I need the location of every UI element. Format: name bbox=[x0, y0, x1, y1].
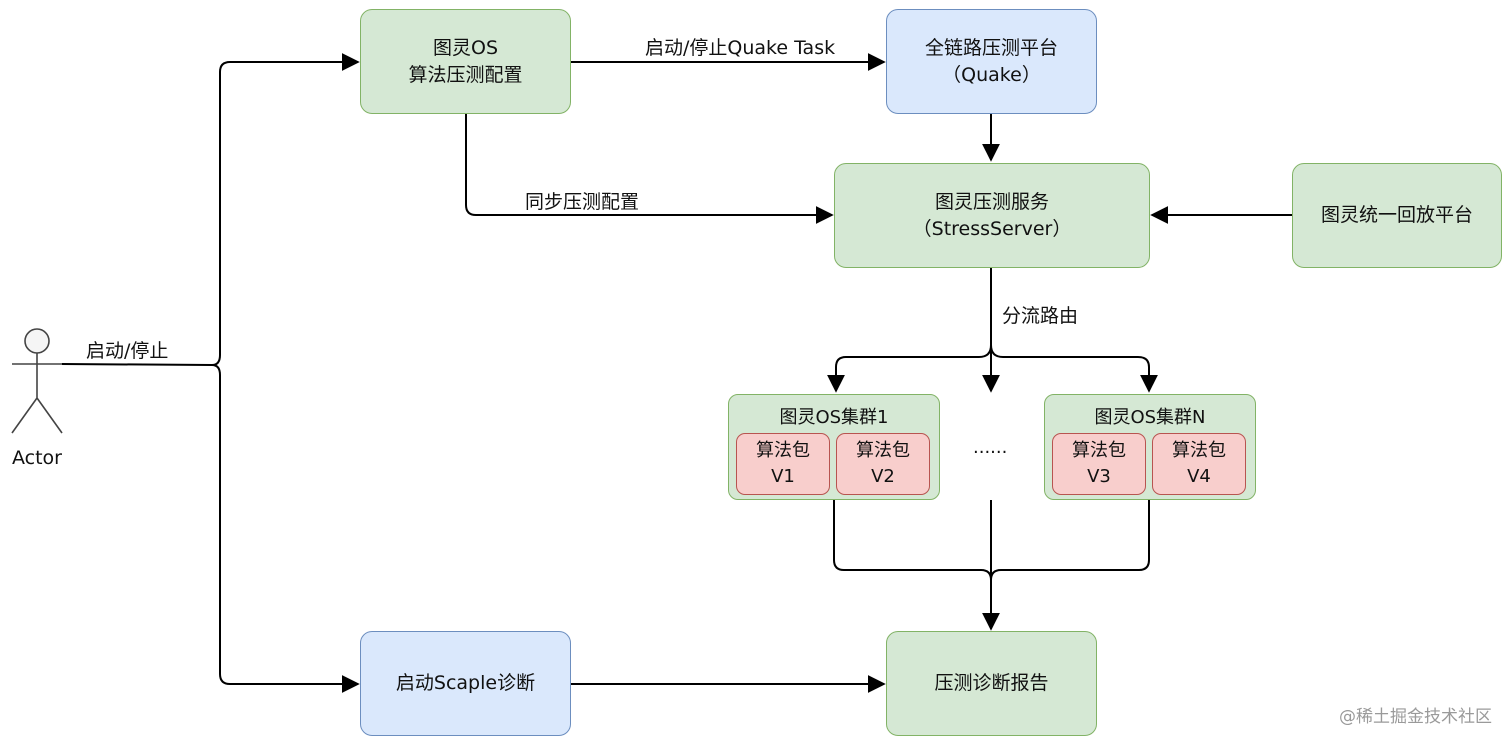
cluster-1[interactable]: 图灵OS集群1 算法包 V1 算法包 V2 bbox=[728, 394, 940, 500]
node-replay-platform[interactable]: 图灵统一回放平台 bbox=[1292, 163, 1502, 268]
node-stress-server[interactable]: 图灵压测服务 （StressServer） bbox=[834, 163, 1150, 268]
actor-icon bbox=[11, 328, 63, 434]
edge-label-sync-config: 同步压测配置 bbox=[525, 191, 640, 213]
node-stress-line2: （StressServer） bbox=[912, 217, 1072, 240]
node-scaple-label: 启动Scaple诊断 bbox=[395, 672, 536, 694]
edge-label-start-stop-quake: 启动/停止Quake Task bbox=[645, 37, 836, 59]
package-version: V3 bbox=[1087, 466, 1111, 487]
node-scaple-diagnosis[interactable]: 启动Scaple诊断 bbox=[360, 631, 571, 736]
node-report-label: 压测诊断报告 bbox=[934, 672, 1049, 694]
node-quake-line2: （Quake） bbox=[942, 63, 1041, 86]
package-version: V2 bbox=[871, 466, 895, 487]
package-version: V1 bbox=[771, 466, 795, 487]
package-name: 算法包 bbox=[856, 440, 910, 461]
package-name: 算法包 bbox=[756, 440, 810, 461]
cluster-n[interactable]: 图灵OS集群N 算法包 V3 算法包 V4 bbox=[1044, 394, 1256, 500]
node-diagnosis-report[interactable]: 压测诊断报告 bbox=[886, 631, 1097, 736]
edge-route-cluster1 bbox=[827, 344, 992, 393]
edge-actor-to-scaple bbox=[211, 364, 360, 693]
node-stress-line1: 图灵压测服务 bbox=[934, 190, 1049, 213]
node-os-config[interactable]: 图灵OS 算法压测配置 bbox=[360, 9, 571, 114]
watermark: @稀土掘金技术社区 bbox=[1339, 707, 1492, 727]
cluster-n-title: 图灵OS集群N bbox=[1094, 407, 1206, 428]
node-os-config-line2: 算法压测配置 bbox=[408, 63, 523, 86]
package-version: V4 bbox=[1187, 466, 1211, 487]
edge-clusterN-to-report bbox=[990, 500, 1150, 581]
package-v1[interactable]: 算法包 V1 bbox=[736, 433, 830, 495]
edge-actor-start-stop bbox=[61, 363, 213, 366]
package-name: 算法包 bbox=[1072, 440, 1126, 461]
edge-route-clusterN bbox=[990, 344, 1158, 393]
edge-config-to-stress bbox=[465, 114, 834, 224]
node-quake-line1: 全链路压测平台 bbox=[924, 36, 1058, 59]
package-v3[interactable]: 算法包 V3 bbox=[1052, 433, 1146, 495]
edge-cluster1-to-report bbox=[833, 500, 992, 581]
package-name: 算法包 bbox=[1172, 440, 1226, 461]
package-v4[interactable]: 算法包 V4 bbox=[1152, 433, 1246, 495]
node-replay-label: 图灵统一回放平台 bbox=[1320, 204, 1473, 226]
actor-label: Actor bbox=[12, 447, 62, 469]
package-v2[interactable]: 算法包 V2 bbox=[836, 433, 930, 495]
cluster-1-title: 图灵OS集群1 bbox=[779, 407, 889, 428]
edge-label-start-stop: 启动/停止 bbox=[86, 340, 169, 362]
edge-label-split-route: 分流路由 bbox=[1002, 305, 1079, 327]
edge-actor-to-config bbox=[211, 53, 360, 366]
node-os-config-line1: 图灵OS bbox=[432, 36, 499, 59]
node-quake-platform[interactable]: 全链路压测平台 （Quake） bbox=[886, 9, 1097, 114]
cluster-ellipsis: ...... bbox=[973, 437, 1008, 458]
